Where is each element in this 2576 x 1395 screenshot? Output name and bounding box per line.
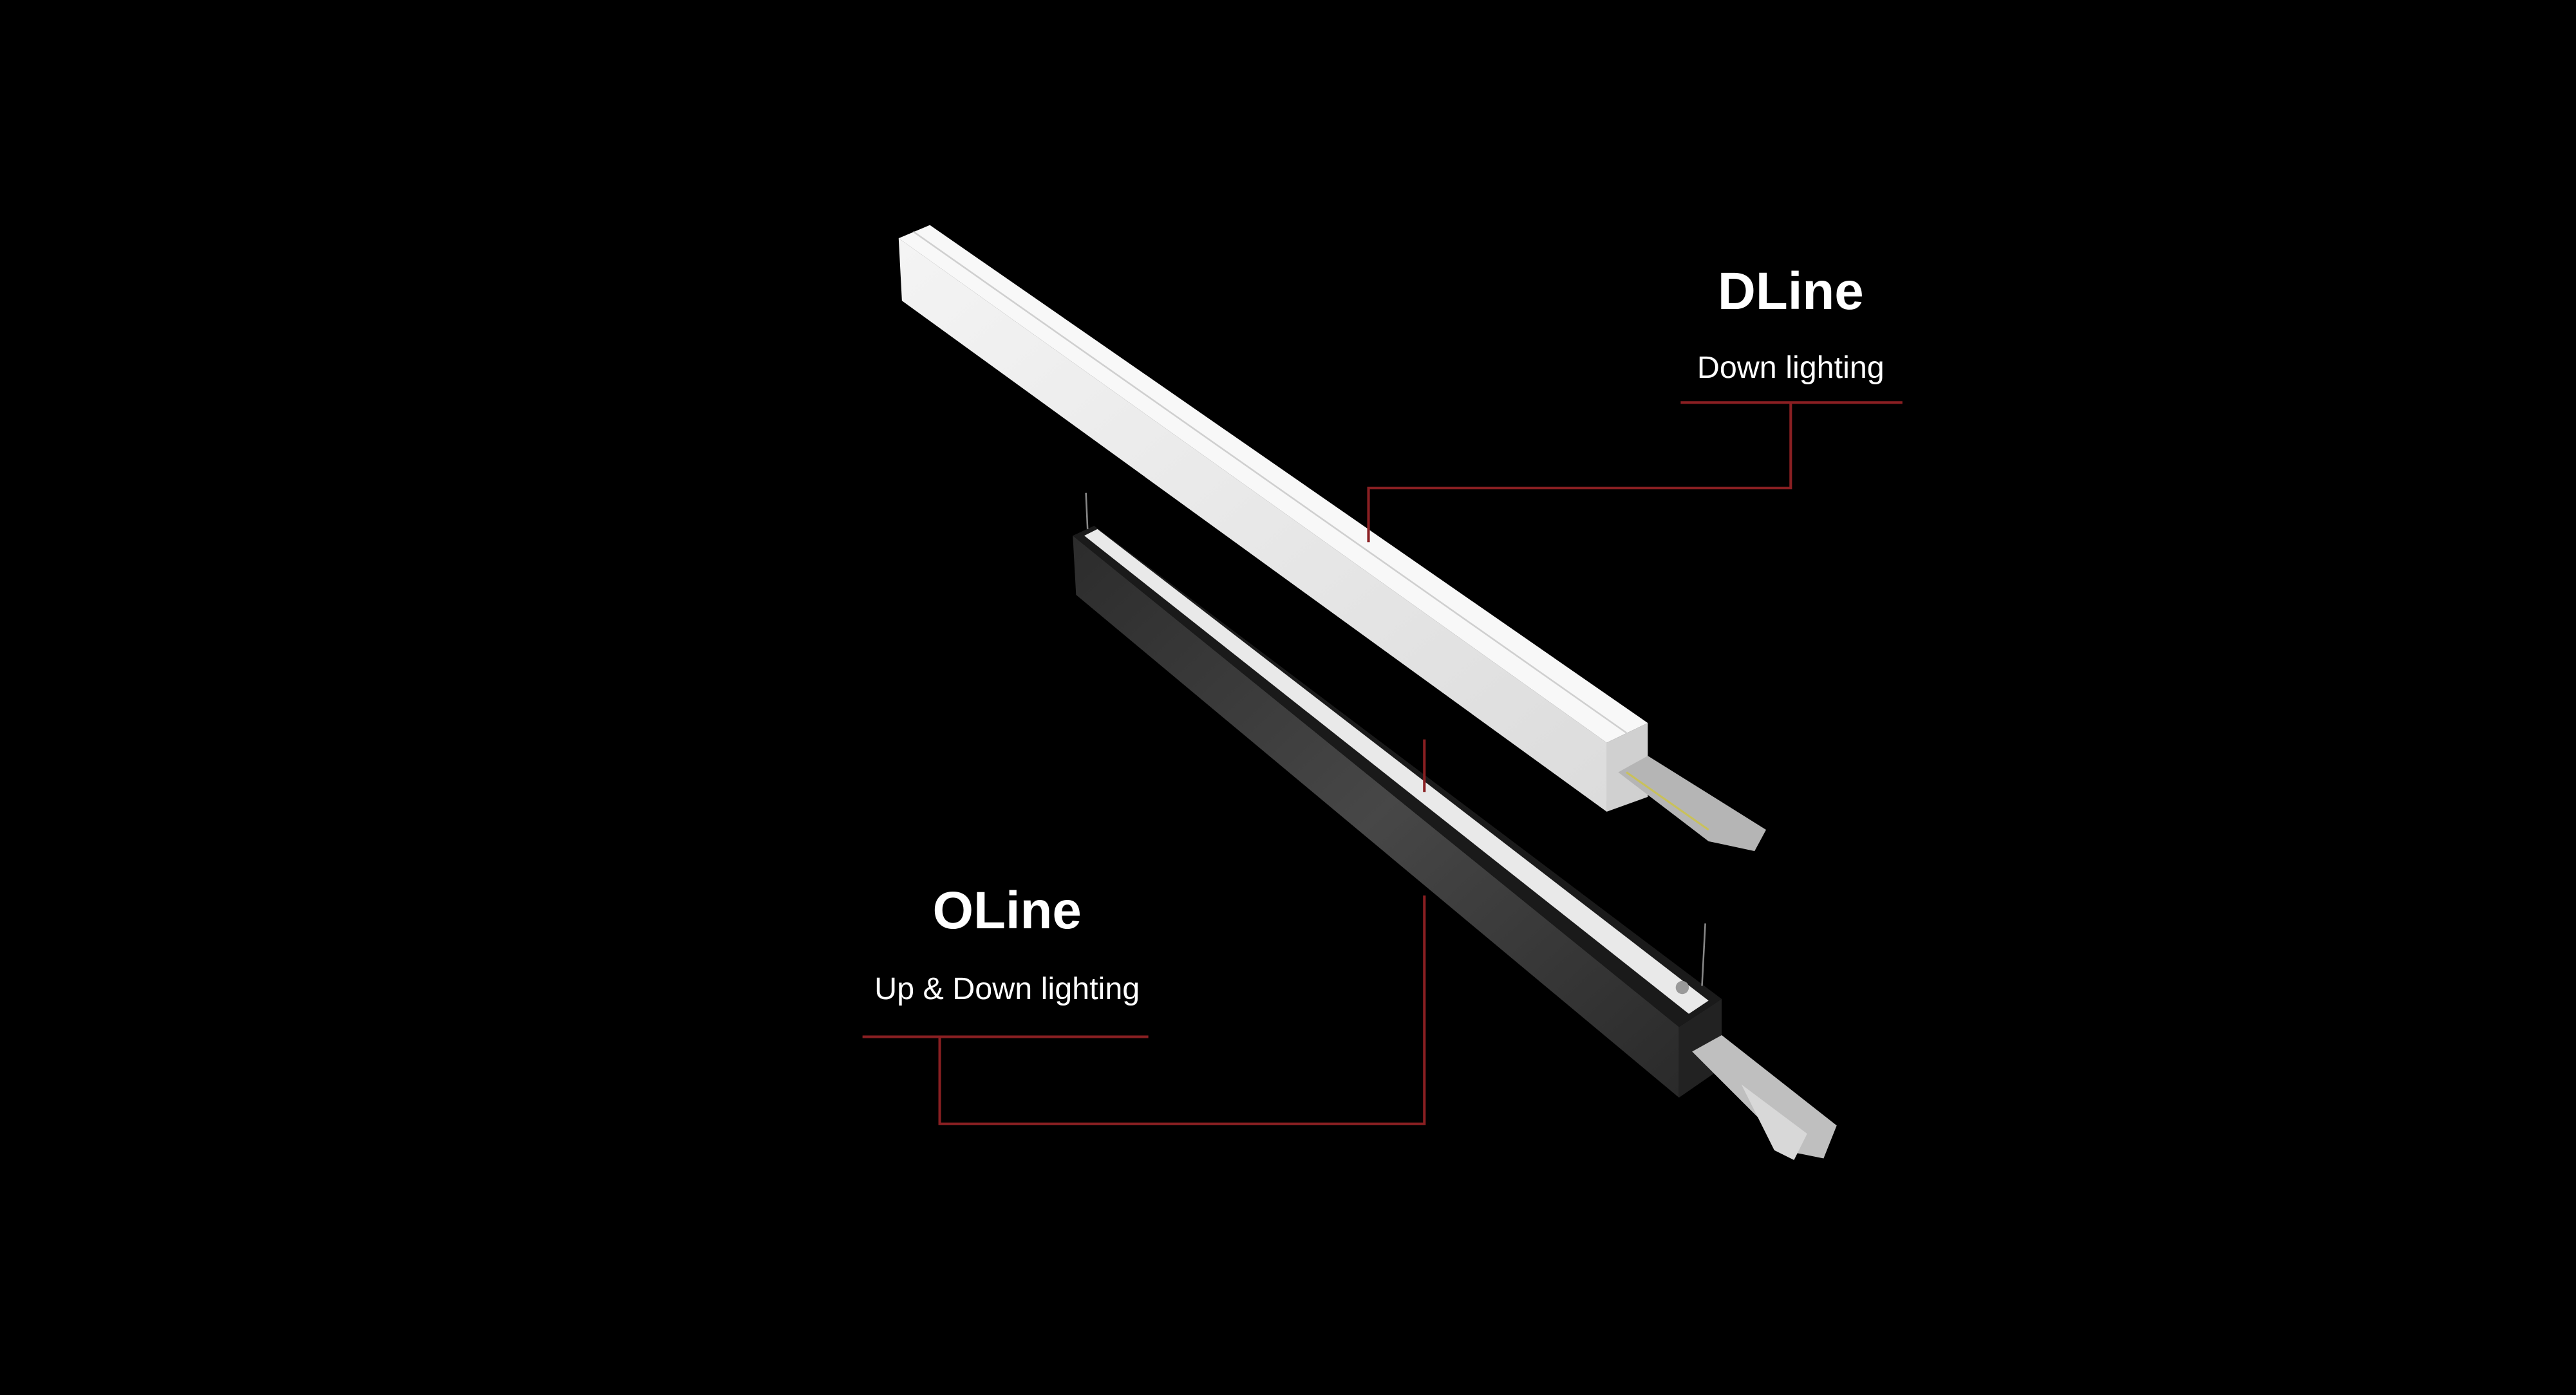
dline-description: Down lighting [1697,350,1885,385]
dline-luminaire [898,225,1767,852]
oline-luminaire [1073,492,1837,1161]
dline-title: DLine [1718,262,1864,321]
oline-leader-connector [938,895,1426,1125]
oline-title: OLine [932,881,1081,940]
dline-leader-connector [1367,402,1792,543]
oline-description: Up & Down lighting [874,971,1140,1006]
